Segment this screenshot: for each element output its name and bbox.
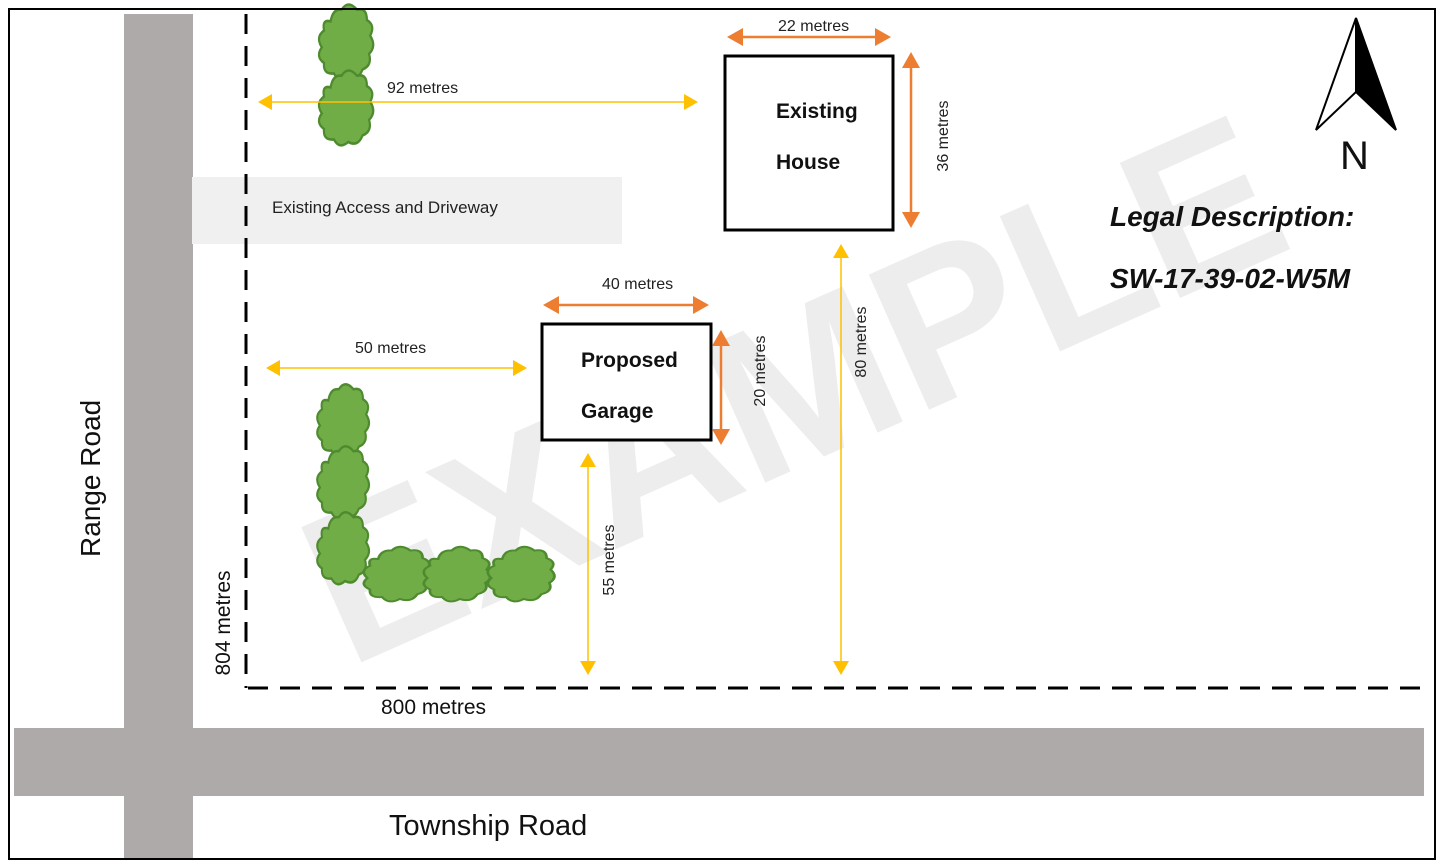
proposed-garage <box>540 322 713 442</box>
driveway <box>192 177 622 244</box>
garage-label-line1: Proposed <box>581 349 678 372</box>
plan-border <box>8 8 1436 860</box>
dim-house-to-west: 92 metres <box>387 80 459 97</box>
dim-parcel-south: 800 metres <box>381 696 487 719</box>
dim-house-width: 22 metres <box>778 18 850 35</box>
north-arrow-icon <box>1315 17 1397 131</box>
dim-garage-to-west: 50 metres <box>355 340 427 357</box>
township-road-label: Township Road <box>389 810 588 842</box>
arrow-garage-to-west <box>266 360 527 376</box>
arrow-garage-width <box>543 296 709 314</box>
north-label: N <box>1340 134 1369 178</box>
dim-garage-to-south: 55 metres <box>601 524 618 596</box>
range-road-label: Range Road <box>75 399 106 557</box>
legal-description-value: SW-17-39-02-W5M <box>1110 263 1351 294</box>
arrow-house-depth <box>902 52 920 228</box>
existing-house <box>723 54 895 232</box>
driveway-label: Existing Access and Driveway <box>272 198 498 217</box>
township-road <box>14 728 1424 796</box>
arrow-house-width <box>727 28 891 46</box>
dim-parcel-west: 804 metres <box>212 570 235 676</box>
house-label-line2: House <box>776 151 841 174</box>
arrow-house-to-south <box>833 244 849 675</box>
legal-description-heading: Legal Description: <box>1110 201 1355 232</box>
dim-garage-depth: 20 metres <box>752 335 769 407</box>
arrow-garage-to-south <box>580 453 596 675</box>
dim-garage-width: 40 metres <box>602 276 674 293</box>
arrow-house-to-west <box>258 94 698 110</box>
range-road <box>124 14 193 858</box>
dim-house-depth: 36 metres <box>935 100 952 172</box>
dim-house-to-south: 80 metres <box>853 306 870 378</box>
arrow-garage-depth <box>712 330 730 445</box>
house-label-line1: Existing <box>776 100 858 123</box>
garage-label-line2: Garage <box>581 400 654 423</box>
